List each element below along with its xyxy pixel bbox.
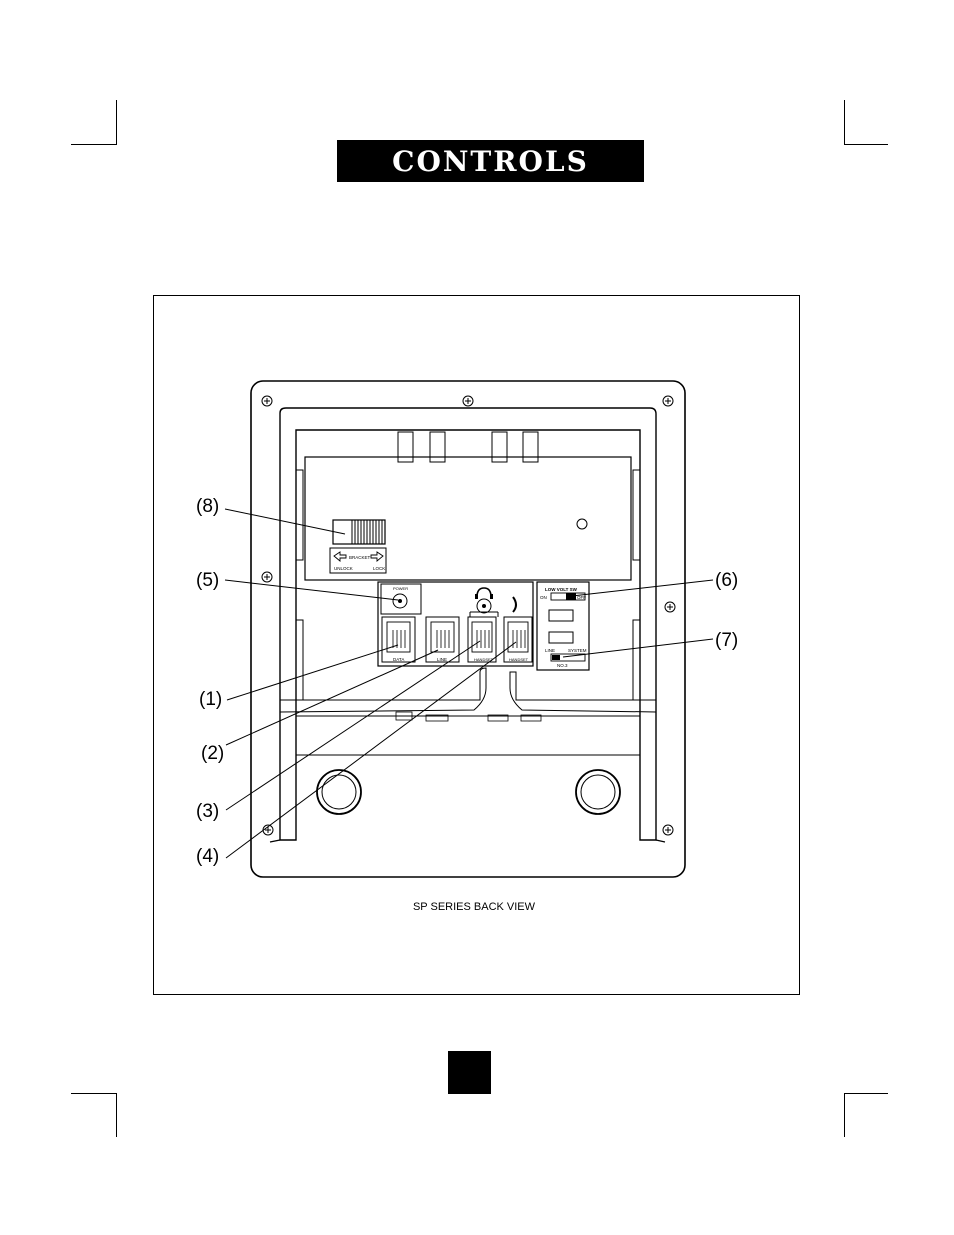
callout-6: (6) [715,570,738,591]
callout-4: (4) [196,846,219,867]
line-jack-label: LINE [437,657,447,662]
page-number-block [448,1051,491,1094]
screw-icon [662,824,674,836]
on-label: ON [540,595,547,600]
page-title-bar: CONTROLS [337,140,644,182]
bracket-slider [332,519,386,545]
no3-label: NO.3 [557,663,568,668]
callout-3: (3) [196,801,219,822]
leader-line-6 [571,579,714,597]
callout-5: (5) [196,570,219,591]
crop-mark-tl-h [71,144,117,145]
screw-hole [576,518,588,530]
leader-line-8 [224,508,346,535]
crop-mark-br-h [844,1093,888,1094]
callout-2: (2) [201,743,224,764]
line-jack [425,616,460,663]
line-system-switch [550,653,586,662]
crop-mark-br-v [844,1093,845,1137]
headset-icon [476,587,492,598]
crop-mark-bl-v [116,1093,117,1137]
system-label: SYSTEM [568,648,587,653]
top-slot [491,431,508,463]
switch-panel [536,581,590,671]
bracket-compartment [304,456,632,581]
leader-line-1 [226,644,399,701]
jack-panel [377,581,534,667]
handset-jack-label: HANDSET [509,657,529,662]
top-slot [397,431,414,463]
rubber-foot [316,769,362,815]
top-slot [522,431,539,463]
screw-icon [261,571,273,583]
callout-7: (7) [715,630,738,651]
bracket-label-box [329,547,387,574]
lock-label: LOCK [373,566,385,571]
bracket-label: BRACKET [349,555,371,560]
inner-bezel [279,407,657,841]
screw-icon [664,601,676,613]
line-label: LINE [545,648,555,653]
screw-icon [662,395,674,407]
power-jack-box [380,583,422,615]
off-label: OFF [577,595,586,600]
rubber-foot [575,769,621,815]
data-jack [381,616,416,663]
low-volt-label: LOW VOLT SW [545,587,578,592]
crop-mark-bl-h [71,1093,117,1094]
switch-slot [548,609,574,622]
headset-selector-icon [476,598,492,614]
power-label: POWER [393,586,408,591]
data-jack-label: DATA [393,657,404,662]
page-title: CONTROLS [392,144,589,178]
crop-mark-tr-h [844,144,888,145]
leader-line-5 [224,579,399,601]
unlock-label: UNLOCK [334,566,353,571]
screw-icon [261,395,273,407]
headset-jack [467,616,497,663]
housing-outline [250,380,686,878]
power-jack-icon [392,593,408,609]
callout-8: (8) [196,496,219,517]
figure-frame [153,295,800,995]
unlock-arrow-icon [333,551,347,562]
switch-slot [548,631,574,644]
lock-arrow-icon [370,551,384,562]
handset-jack [503,616,533,663]
handset-icon [512,596,517,613]
leader-line-7 [562,638,714,658]
screw-icon [462,395,474,407]
crop-mark-tl-v [116,100,117,144]
top-slot [429,431,446,463]
leader-line-2 [225,649,439,746]
headset-jack-label: HANDSET [474,657,494,662]
leader-line-3 [225,640,481,811]
figure-caption: SP SERIES BACK VIEW [413,901,536,913]
crop-mark-tr-v [844,100,845,144]
callout-1: (1) [199,689,222,710]
leader-line-4 [225,641,517,859]
